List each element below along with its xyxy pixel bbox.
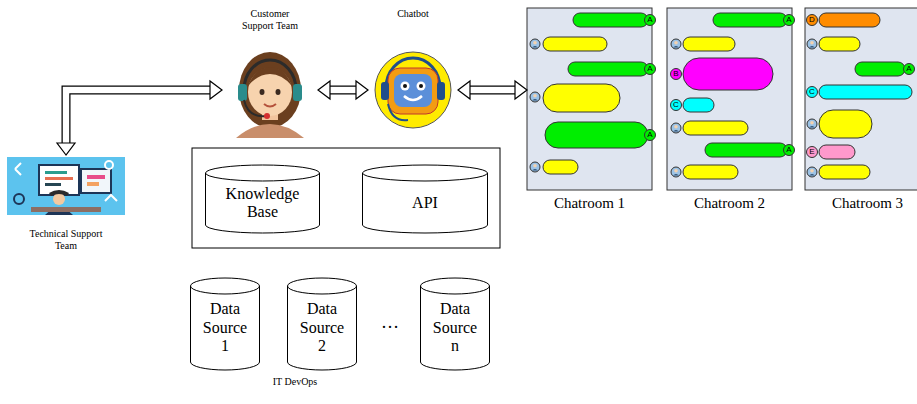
database-cylinder: Knowledge Base	[205, 165, 320, 233]
speaker-badge: C	[806, 86, 818, 98]
node-label: Chatroom 3	[832, 194, 903, 218]
chatroom-panel: Chatroom 1	[527, 8, 652, 218]
database-cylinder: Data Source 1	[190, 278, 260, 370]
chat-bubbles	[543, 13, 912, 179]
store-name: API	[412, 194, 438, 212]
speaker-badge: A	[644, 14, 656, 26]
node-art	[527, 8, 528, 9]
speaker-badge: A	[644, 129, 656, 141]
node-art	[368, 8, 458, 133]
speaker-badge: E	[806, 146, 818, 158]
speaker-badge: D	[806, 14, 818, 26]
speaker-badge: B	[670, 68, 682, 80]
double-arrow	[318, 81, 368, 99]
node-art	[5, 155, 127, 217]
actor-figure: Customer Support Team	[222, 8, 318, 138]
chatroom-panel: Chatroom 2	[667, 8, 792, 218]
database-cylinder: API	[362, 165, 488, 233]
store-name: Data Source 1	[197, 300, 253, 355]
store-name: Data Source 2	[294, 300, 350, 355]
node-art	[667, 8, 668, 9]
group-caption: IT DevOps	[255, 376, 335, 388]
ellipsis-mark: …	[372, 312, 408, 334]
chatroom-panels	[527, 8, 917, 190]
speaker-badge: A	[903, 63, 915, 75]
node-label: Technical Support Team	[26, 228, 106, 252]
node-label: Chatroom 1	[554, 194, 625, 218]
chatroom-panel: Chatroom 3	[805, 8, 917, 218]
double-arrow	[57, 81, 222, 155]
node-label: Customer Support Team	[234, 8, 306, 32]
actor-figure: Chatbot	[368, 8, 458, 133]
store-name: Data Source n	[427, 300, 483, 355]
node-label: Chatroom 2	[694, 194, 765, 218]
store-name: Knowledge Base	[212, 185, 313, 222]
speaker-badge: A	[783, 144, 795, 156]
storage-panel	[192, 148, 500, 248]
speaker-badge: A	[783, 14, 795, 26]
node-label: Chatbot	[397, 8, 429, 20]
speaker-badge: C	[670, 99, 682, 111]
double-arrow	[458, 81, 527, 99]
database-cylinder: Data Source n	[420, 278, 490, 370]
database-cylinder: Data Source 2	[287, 278, 357, 370]
actor-figure: Technical Support Team	[5, 155, 127, 252]
user-avatars	[530, 39, 817, 177]
node-art	[805, 8, 806, 9]
speaker-badge: A	[644, 63, 656, 75]
